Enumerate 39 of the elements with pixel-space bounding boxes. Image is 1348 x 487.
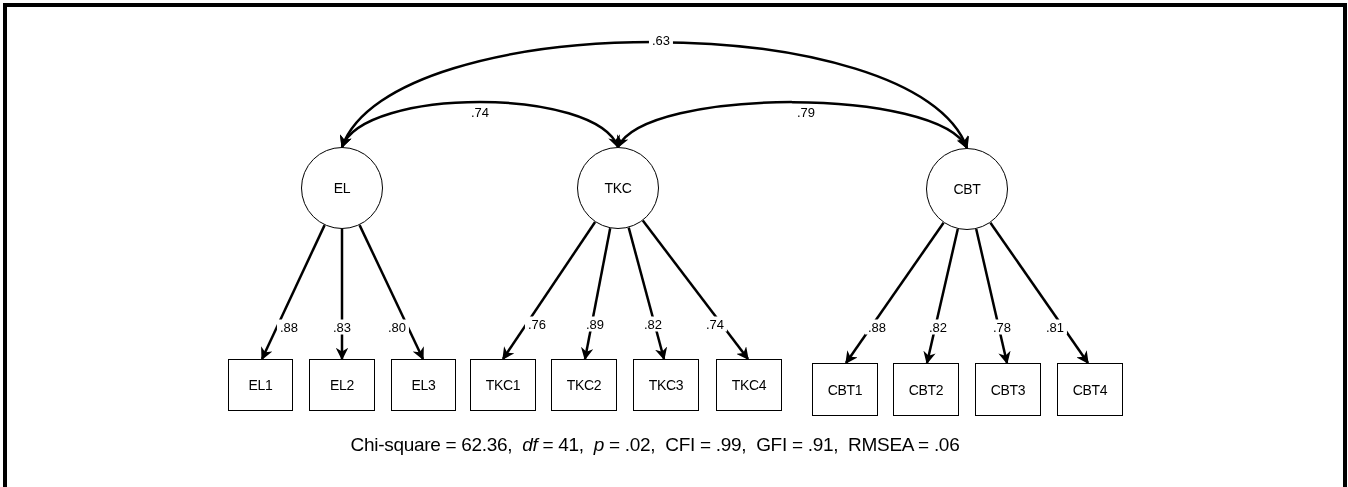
indicator-box [551, 359, 617, 411]
variable-name: TKC4 [731, 377, 767, 393]
variable-name: EL [333, 180, 351, 196]
arrow [641, 219, 749, 360]
variable-name: EL2 [330, 377, 354, 393]
arrow [975, 228, 1011, 365]
arrow [260, 224, 326, 361]
arrow [335, 229, 349, 361]
indicator-box [893, 363, 959, 416]
indicator-box [633, 359, 699, 411]
indicator-box [391, 359, 456, 411]
fit-statistics-caption: Chi-square = 62.36, df = 41, p = .02, CFI = .99, GFI = .91, RMSEA = .06 [350, 434, 960, 455]
indicator-box [975, 363, 1041, 416]
arrow [581, 228, 612, 361]
variable-name: CBT [953, 181, 981, 197]
variable-name: CBT3 [990, 381, 1026, 398]
arrow [501, 221, 597, 361]
double-headed-arrow [340, 100, 620, 148]
arrow [627, 227, 668, 361]
indicator-box [309, 359, 375, 411]
indicator-box [228, 359, 293, 411]
variable-name: TKC [604, 180, 632, 196]
variable-name: TKC2 [566, 377, 602, 393]
indicator-box [470, 359, 536, 411]
arrow [358, 224, 425, 361]
double-headed-arrow [617, 100, 968, 149]
indicator-box [716, 359, 782, 411]
variable-name: EL3 [411, 377, 436, 393]
arrow [844, 222, 945, 365]
variable-name: TKC1 [485, 377, 521, 393]
indicator-box [1057, 363, 1123, 416]
arrow [923, 228, 959, 365]
variable-name: CBT2 [908, 381, 944, 398]
variable-name: CBT4 [1072, 381, 1108, 398]
variable-name: CBT1 [827, 381, 863, 398]
indicator-box [812, 363, 878, 416]
variable-name: EL1 [248, 377, 273, 393]
variable-name: TKC3 [648, 377, 684, 393]
arrow [989, 222, 1090, 365]
